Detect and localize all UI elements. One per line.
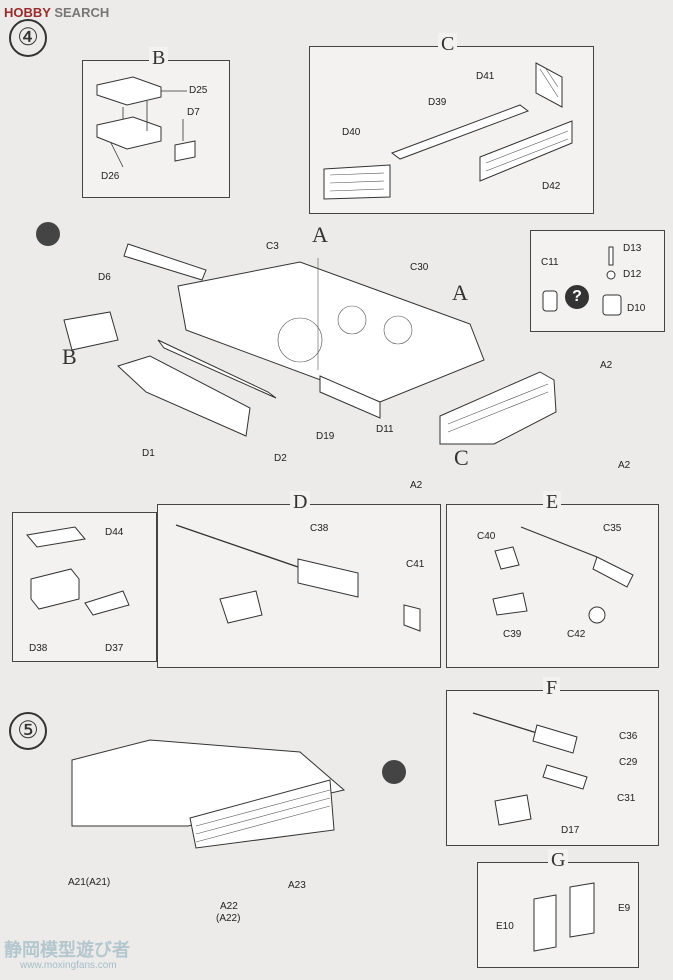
part-label-c29: C29 — [619, 757, 638, 768]
section-f-box: F C36 C29 C31 D17 — [446, 677, 659, 846]
part-label-d12: D12 — [623, 269, 642, 280]
part-label-c40: C40 — [477, 531, 496, 542]
section-d-drawing — [175, 524, 421, 632]
part-label-d26: D26 — [101, 171, 120, 182]
part-label-c42: C42 — [567, 629, 586, 640]
part-label-c41: C41 — [406, 559, 425, 570]
logo-brand: HOBBY — [4, 5, 51, 20]
part-label-d40: D40 — [342, 127, 361, 138]
part-label-d25: D25 — [189, 85, 208, 96]
part-label-d42: D42 — [542, 181, 561, 192]
step-4-number: ④ — [9, 19, 47, 57]
part-label-e10: E10 — [496, 921, 514, 932]
hobbysearch-logo: HOBBY SEARCH — [4, 5, 109, 20]
part-label-e9: E9 — [618, 903, 631, 914]
part-label-d7: D7 — [187, 107, 200, 118]
part-label-a23: A23 — [288, 880, 306, 891]
part-label-d38: D38 — [29, 643, 48, 654]
part-label-a2-2: A2 — [618, 460, 631, 471]
part-label-d17: D17 — [561, 825, 580, 836]
main-label-b: B — [62, 344, 77, 369]
section-d-box: D C38 C41 — [157, 491, 441, 668]
part-label-d41: D41 — [476, 71, 495, 82]
option-box: C11 D13 D12 D10 ? — [530, 230, 665, 332]
cement-icon — [36, 222, 60, 246]
section-e-box: E C40 C35 C39 C42 — [446, 491, 659, 668]
section-c-title: C — [438, 33, 458, 56]
section-e-title: E — [543, 491, 562, 514]
section-c-box: C D41 D39 D40 D42 — [309, 33, 594, 214]
part-label-c3: C3 — [266, 241, 279, 252]
part-label-d6: D6 — [98, 272, 111, 283]
section-g-box: G E9 E10 — [477, 849, 639, 968]
part-label-c35: C35 — [603, 523, 622, 534]
section-g-drawing — [533, 882, 595, 952]
part-label-d13: D13 — [623, 243, 642, 254]
part-label-a2-3: A2 — [410, 480, 423, 491]
part-label-c11: C11 — [541, 257, 559, 268]
part-label-d1: D1 — [142, 448, 155, 459]
part-label-c30: C30 — [410, 262, 429, 273]
part-label-a2-1: A2 — [600, 360, 613, 371]
part-label-d10: D10 — [627, 303, 646, 314]
cement-icon-2 — [382, 760, 406, 784]
part-label-d19: D19 — [316, 431, 335, 442]
step-5-number: ⑤ — [9, 712, 47, 750]
logo-brand-2: SEARCH — [54, 5, 110, 20]
part-label-c39: C39 — [503, 629, 522, 640]
main-label-a-2: A — [452, 280, 468, 305]
section-b-box: B D25 D7 D26 — [82, 47, 230, 198]
main-label-c: C — [454, 445, 469, 470]
option-drawing — [542, 246, 622, 316]
part-label-a22: A22 — [220, 901, 238, 912]
main-label-a-1: A — [312, 222, 328, 247]
section-f-title: F — [543, 677, 561, 700]
footer-watermark: 静岡模型遊び者 — [4, 940, 130, 960]
part-label-c38: C38 — [310, 523, 329, 534]
section-d-title: D — [290, 491, 311, 514]
part-label-c36: C36 — [619, 731, 638, 742]
section-g-title: G — [548, 849, 569, 872]
part-label-d37: D37 — [105, 643, 124, 654]
section-b-drawing — [96, 76, 196, 168]
part-label-a22-alt: (A22) — [216, 913, 241, 924]
part-label-c31: C31 — [617, 793, 636, 804]
sub-box-d-drawing — [26, 526, 130, 616]
footer-url: www.moxingfans.com — [20, 960, 117, 971]
section-c-drawing — [323, 62, 573, 200]
part-label-d39: D39 — [428, 97, 447, 108]
part-label-d2: D2 — [274, 453, 287, 464]
sub-box-d: D44 D38 D37 — [12, 512, 157, 662]
question-icon: ? — [565, 285, 589, 309]
part-label-d44: D44 — [105, 527, 124, 538]
section-f-drawing — [472, 712, 588, 826]
section-b-title: B — [149, 47, 169, 70]
part-label-a21: A21(A21) — [68, 877, 111, 888]
section-e-drawing — [492, 526, 634, 624]
part-label-d11: D11 — [376, 424, 394, 435]
